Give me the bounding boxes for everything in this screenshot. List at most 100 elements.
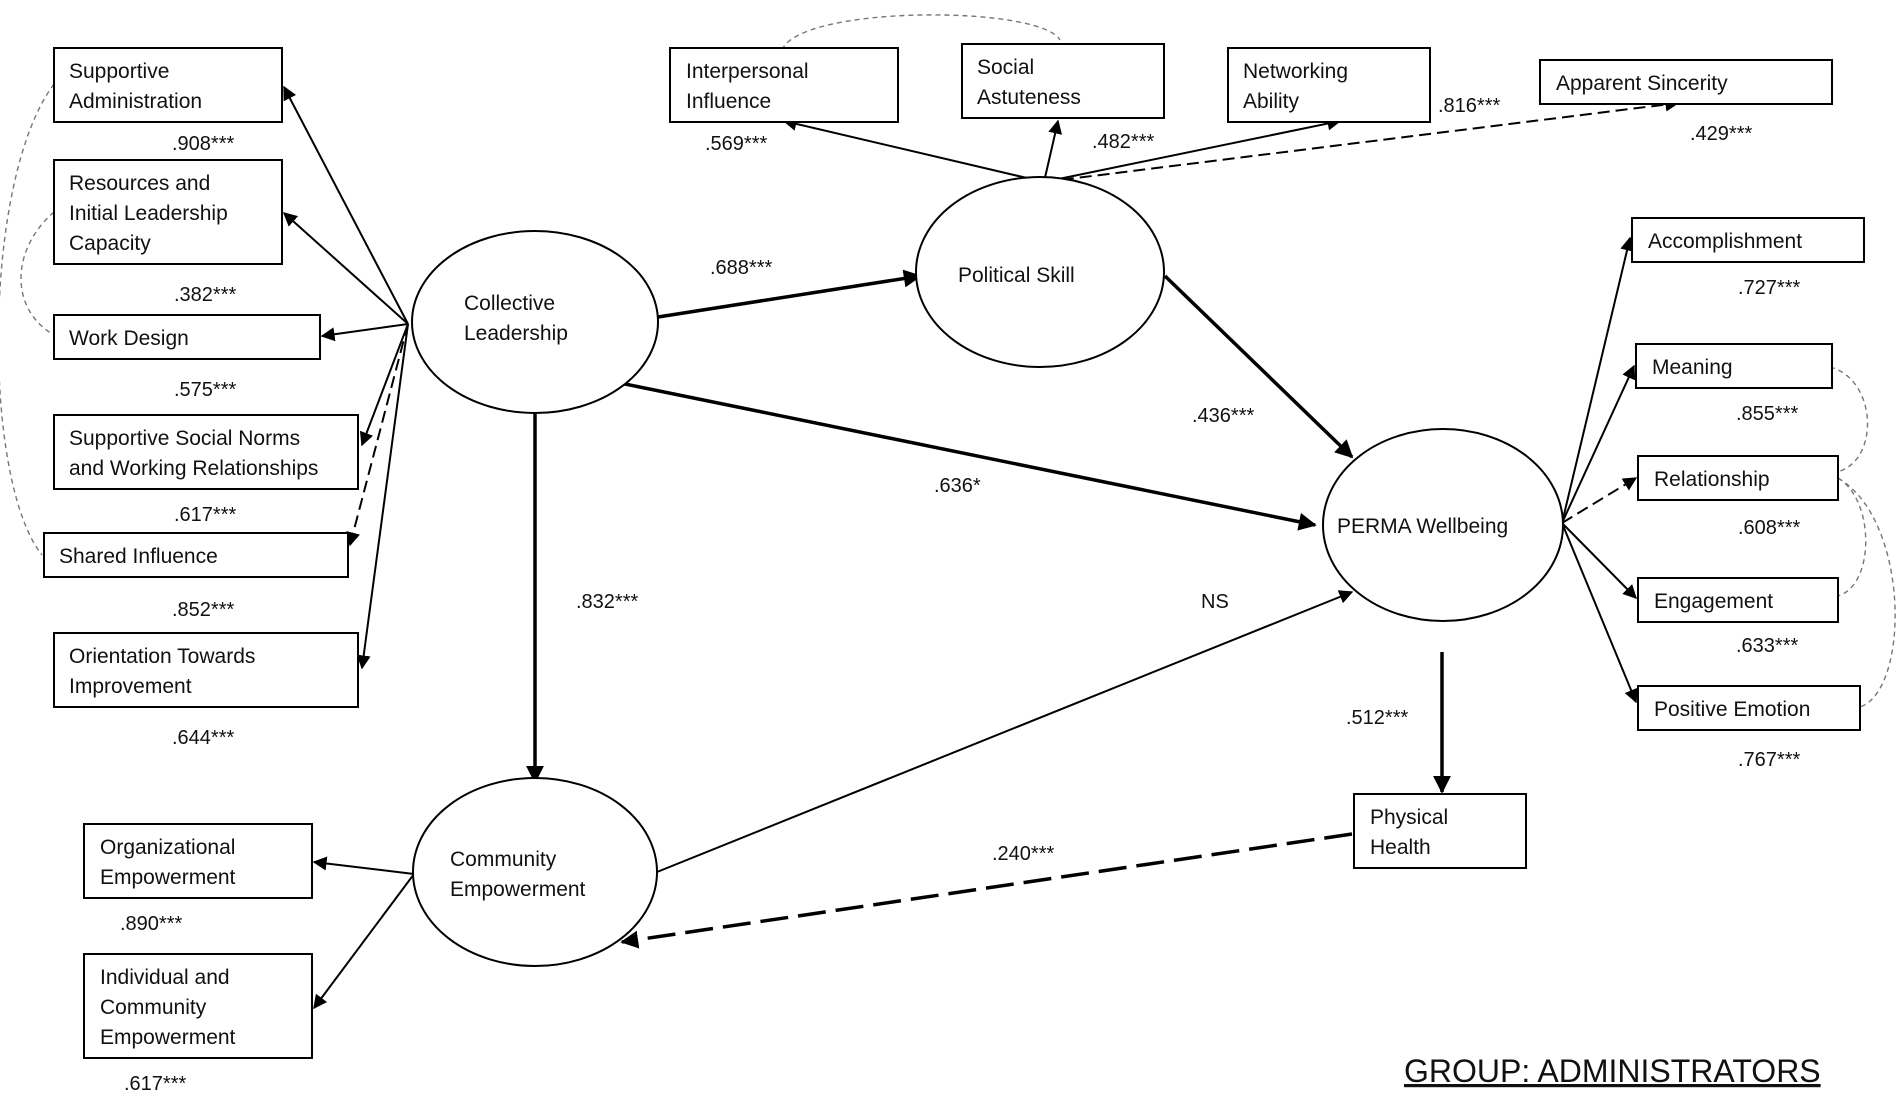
residual-correlations [0,14,1896,708]
label-line: Health [1370,836,1431,859]
label-line: Capacity [69,232,151,255]
coef-meaning: .855*** [1736,403,1798,425]
coef-sincerity: .429*** [1690,123,1752,145]
corr-interpersonal-astuteness [781,14,1061,51]
label-line: Political Skill [958,264,1075,287]
label-line: Ability [1243,90,1300,113]
label-line: Apparent Sincerity [1556,72,1728,95]
coef-health-to-ce: .240*** [992,843,1054,865]
label-line: Empowerment [100,1026,236,1049]
corr-supportive-shared [0,83,55,556]
box-relationship: Relationship [1637,455,1839,501]
label-line: Meaning [1652,356,1733,379]
corr-resources-workdesign [20,211,55,336]
group-label: GROUP: ADMINISTRATORS [1404,1053,1821,1089]
label-line: Administration [69,90,202,113]
box-apparent-sincerity: Apparent Sincerity [1539,59,1833,105]
label-line: Positive Emotion [1654,698,1810,721]
arrow-perma-engagement [1561,522,1637,599]
coef-perma-to-health: .512*** [1346,707,1408,729]
box-engagement: Engagement [1637,577,1839,623]
label-line: Astuteness [977,86,1081,109]
label-line: Shared Influence [59,545,218,568]
box-networking-ability: Networking Ability [1227,47,1431,123]
label-line: Community [450,848,557,871]
coef-interpersonal: .569*** [705,133,767,155]
coef-resources: .382*** [174,284,236,306]
label-line: Individual and [100,966,230,989]
arrow-ps-to-perma [1163,274,1354,459]
label-line: Networking [1243,60,1348,83]
box-individual-community-empowerment: Individual and Community Empowerment [83,953,313,1059]
label-line: Leadership [464,322,568,345]
arrow-perma-accomplishment [1561,236,1634,524]
label-line: Influence [686,90,771,113]
arrow-perma-relationship [1561,477,1638,524]
label-line: Community [100,996,207,1019]
label-line: Relationship [1654,468,1770,491]
label-line: Improvement [69,675,192,698]
coef-indiv-empowerment: .617*** [124,1073,186,1095]
box-supportive-administration: Supportive Administration [53,47,283,123]
box-work-design: Work Design [53,314,321,360]
coef-shared-influence: .852*** [172,599,234,621]
coef-ps-to-perma: .436*** [1192,405,1254,427]
arrow-cl-orientation [356,323,409,670]
corr-meaning-relationship [1829,366,1869,474]
arrow-ps-sincerity [1043,97,1680,183]
coef-cl-to-ps: .688*** [710,257,772,279]
box-orientation-improvement: Orientation Towards Improvement [53,632,359,708]
arrow-ps-astuteness [1043,119,1063,183]
label-line: Empowerment [100,866,236,889]
box-accomplishment: Accomplishment [1631,217,1865,263]
arrow-ce-indiv-empowerment [313,873,415,1010]
label-line: Initial Leadership [69,202,228,225]
label-line: Social [977,56,1034,79]
arrow-cl-work-design [320,323,409,342]
coef-supportive-admin: .908*** [172,133,234,155]
label-line: Orientation Towards [69,645,255,668]
label-line: Empowerment [450,878,586,901]
box-resources-capacity: Resources and Initial Leadership Capacit… [53,159,283,265]
coef-positive-emotion: .767*** [1738,749,1800,771]
coef-networking: .816*** [1438,95,1500,117]
box-interpersonal-influence: Interpersonal Influence [669,47,899,123]
coef-cl-to-perma: .636* [934,475,981,497]
box-social-astuteness: Social Astuteness [961,43,1165,119]
coef-cl-to-ce: .832*** [576,591,638,613]
label-line: Resources and [69,172,210,195]
arrow-cl-social-norms [359,323,409,447]
box-social-norms: Supportive Social Norms and Working Rela… [53,414,359,490]
latent-political-skill: Political Skill [915,176,1165,368]
coef-social-norms: .617*** [174,504,236,526]
arrow-perma-positive-emotion [1561,522,1638,704]
latent-community-empowerment: Community Empowerment [412,777,658,967]
coefficients: .908*** .382*** .575*** .617*** .852*** … [120,95,1800,1095]
label-line: Work Design [69,327,189,350]
arrow-cl-to-ps [657,269,922,319]
arrow-perma-meaning [1561,364,1636,524]
label-line: Collective [464,292,555,315]
arrow-ps-interpersonal [782,117,1045,183]
coef-ce-to-perma: NS [1201,591,1229,613]
label-line: and Working Relationships [69,457,318,480]
arrow-ps-networking [1043,116,1342,183]
arrow-cl-to-perma [619,381,1317,531]
latent-perma-wellbeing: PERMA Wellbeing [1322,428,1564,622]
corr-relationship-engagement [1837,477,1867,597]
label-line: PERMA Wellbeing [1337,515,1508,538]
coef-relationship: .608*** [1738,517,1800,539]
label-line: Accomplishment [1648,230,1802,253]
coef-astuteness: .482*** [1092,131,1154,153]
label-line: Supportive Social Norms [69,427,300,450]
arrow-cl-shared-influence [346,323,409,547]
coef-engagement: .633*** [1736,635,1798,657]
box-organizational-empowerment: Organizational Empowerment [83,823,313,899]
label-line: Interpersonal [686,60,809,83]
label-line: Physical [1370,806,1448,829]
arrow-ce-org-empowerment [312,856,415,875]
coef-org-empowerment: .890*** [120,913,182,935]
corr-relationship-positive [1837,477,1896,708]
latent-collective-leadership: Collective Leadership [411,230,659,414]
